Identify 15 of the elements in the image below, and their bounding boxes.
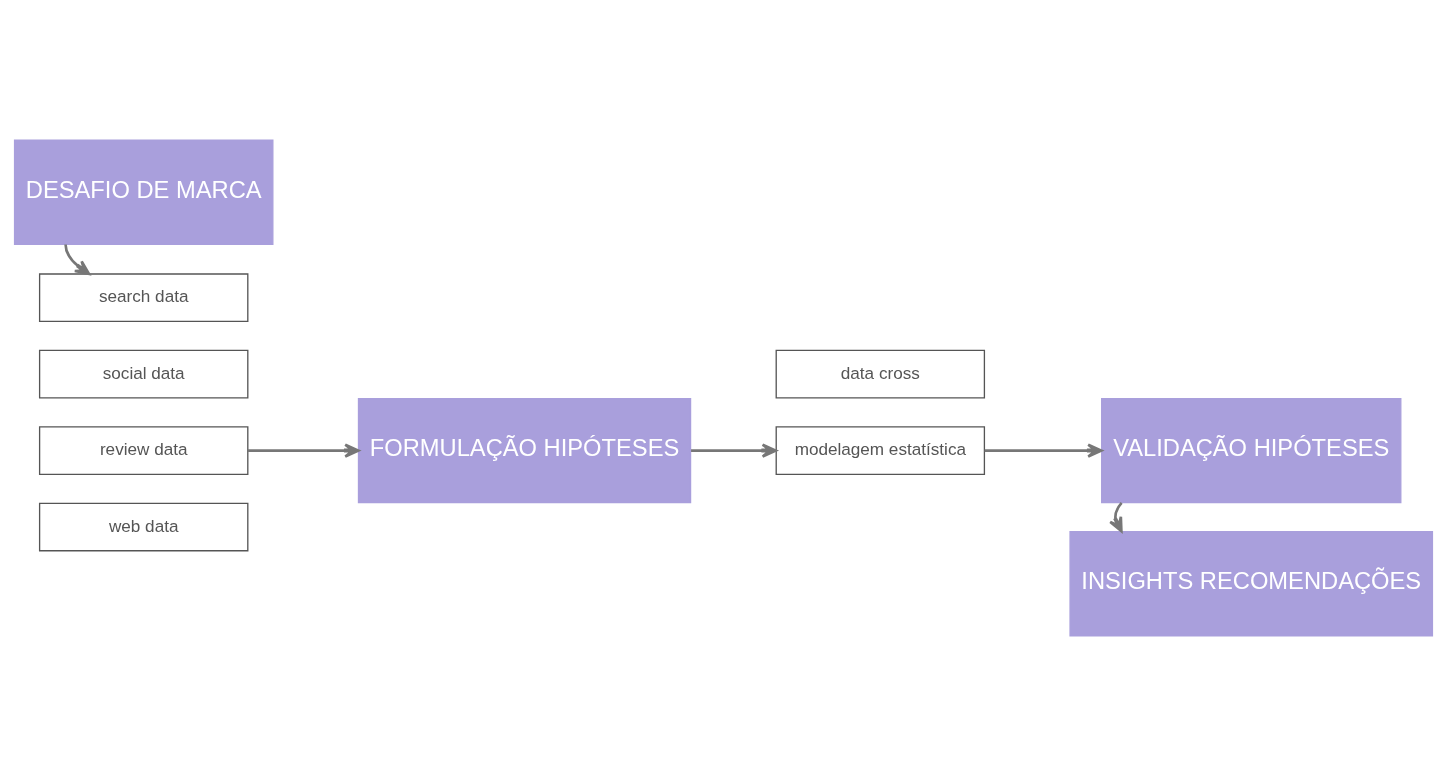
node-box: modelagem estatística bbox=[775, 426, 986, 475]
arrow bbox=[64, 244, 91, 276]
arrow bbox=[247, 443, 360, 458]
node-box: DESAFIO DE MARCA bbox=[13, 139, 274, 246]
node-box: social data bbox=[38, 349, 249, 399]
node-box: data cross bbox=[775, 349, 986, 399]
node-box: web data bbox=[38, 502, 249, 552]
node-box: search data bbox=[38, 273, 249, 323]
arrow bbox=[984, 443, 1103, 458]
node-box: VALIDAÇÃO HIPÓTESES bbox=[1101, 397, 1402, 504]
arrow bbox=[1108, 502, 1123, 533]
node-box: FORMULAÇÃO HIPÓTESES bbox=[357, 397, 692, 504]
arrow bbox=[691, 443, 778, 458]
node-box: review data bbox=[38, 426, 249, 475]
node-box: INSIGHTS RECOMENDAÇÕES bbox=[1069, 530, 1434, 637]
